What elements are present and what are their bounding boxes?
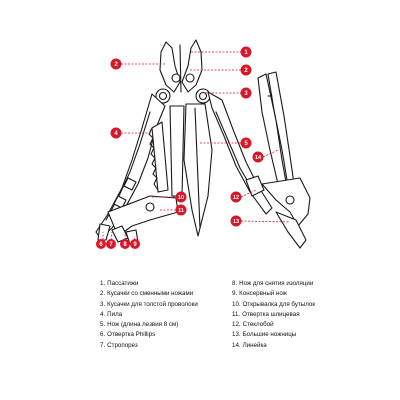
svg-text:7: 7 — [109, 242, 113, 248]
svg-text:11: 11 — [178, 208, 184, 214]
svg-text:8: 8 — [123, 242, 127, 248]
legend-item: 9.Консервный нож — [232, 290, 287, 298]
legend-item: 10.Открывалка для бутылок — [232, 300, 316, 308]
legend-item: 12.Стеклобой — [232, 321, 274, 329]
knife-spine — [169, 105, 185, 197]
svg-text:6: 6 — [99, 242, 103, 248]
svg-text:10: 10 — [178, 195, 184, 201]
legend-right-column: 8.Нож для снятия изоляции 9.Консервный н… — [232, 280, 392, 352]
jaw-pivot-right — [185, 73, 195, 83]
callout-10: 10 — [175, 191, 187, 203]
leader-12 — [240, 189, 257, 198]
legend-item: 7.Стропорез — [100, 341, 138, 349]
legend-item: 4.Пила — [100, 310, 123, 318]
callout-5: 5 — [240, 137, 252, 149]
callout-11: 11 — [175, 204, 187, 216]
legend-item: 3.Кусачки для толстой проволоки — [100, 300, 198, 308]
callout-badges: 1 2 2 3 4 5 6 7 8 9 10 11 12 13 14 — [96, 46, 264, 249]
svg-text:2: 2 — [244, 68, 248, 74]
callout-1: 1 — [240, 46, 252, 58]
screwdriver-phillips — [97, 223, 111, 241]
svg-text:9: 9 — [133, 242, 137, 248]
legend-item: 1.Пассатижи — [100, 280, 139, 287]
glass-breaker-tip — [245, 175, 265, 197]
leader-13 — [240, 220, 291, 223]
callout-4: 4 — [110, 127, 122, 139]
callout-12: 12 — [230, 191, 242, 203]
callout-leaders — [102, 51, 291, 241]
callout-9: 9 — [130, 239, 140, 249]
leader-14 — [262, 149, 279, 158]
svg-text:5: 5 — [244, 141, 248, 147]
leader-7 — [110, 231, 113, 241]
callout-7: 7 — [106, 239, 116, 249]
main-pivot-right-inner — [198, 91, 208, 101]
legend-item: 6.Отвертка Phillips — [100, 331, 156, 339]
svg-text:14: 14 — [255, 155, 262, 161]
svg-text:12: 12 — [233, 195, 239, 201]
svg-text:4: 4 — [114, 131, 118, 137]
legend-item: 5.Нож (длина лезвия 8 см) — [100, 321, 179, 329]
legend-item: 8.Нож для снятия изоляции — [232, 280, 314, 287]
svg-text:1: 1 — [244, 50, 248, 56]
saw-blade — [151, 121, 169, 193]
callout-8: 8 — [120, 239, 130, 249]
legend-item: 11.Отвертка шлицевая — [232, 310, 300, 318]
scissors-tip — [275, 211, 307, 249]
legend-left-column: 1.Пассатижи 2.Кусачки со сменными ножами… — [100, 280, 260, 352]
multitool-drawing — [95, 39, 311, 249]
main-pivot-left-inner — [158, 91, 168, 101]
callout-14: 14 — [252, 151, 264, 163]
callout-13: 13 — [230, 215, 242, 227]
svg-text:2: 2 — [114, 62, 118, 68]
svg-text:3: 3 — [244, 91, 248, 97]
legend-item: 2.Кусачки со сменными ножами — [100, 290, 194, 298]
callout-2-right: 2 — [240, 64, 252, 76]
bottle-opener-hole — [145, 202, 155, 212]
pliers-jaw-right — [181, 39, 203, 93]
knife-edge — [194, 107, 201, 229]
saw-teeth — [148, 127, 159, 191]
pliers-jaw-left — [159, 41, 181, 93]
svg-text:13: 13 — [233, 219, 239, 225]
handle-left-slot-1 — [123, 177, 137, 191]
legend-item: 14.Линейка — [232, 341, 267, 349]
callout-6: 6 — [96, 239, 106, 249]
legend-item: 13.Большие ножницы — [232, 331, 297, 339]
callout-2-left: 2 — [110, 58, 122, 70]
jaw-gap-line — [179, 44, 182, 93]
callout-3: 3 — [240, 87, 252, 99]
scissors-pivot — [285, 195, 295, 205]
jaw-pivot-left — [171, 73, 181, 83]
